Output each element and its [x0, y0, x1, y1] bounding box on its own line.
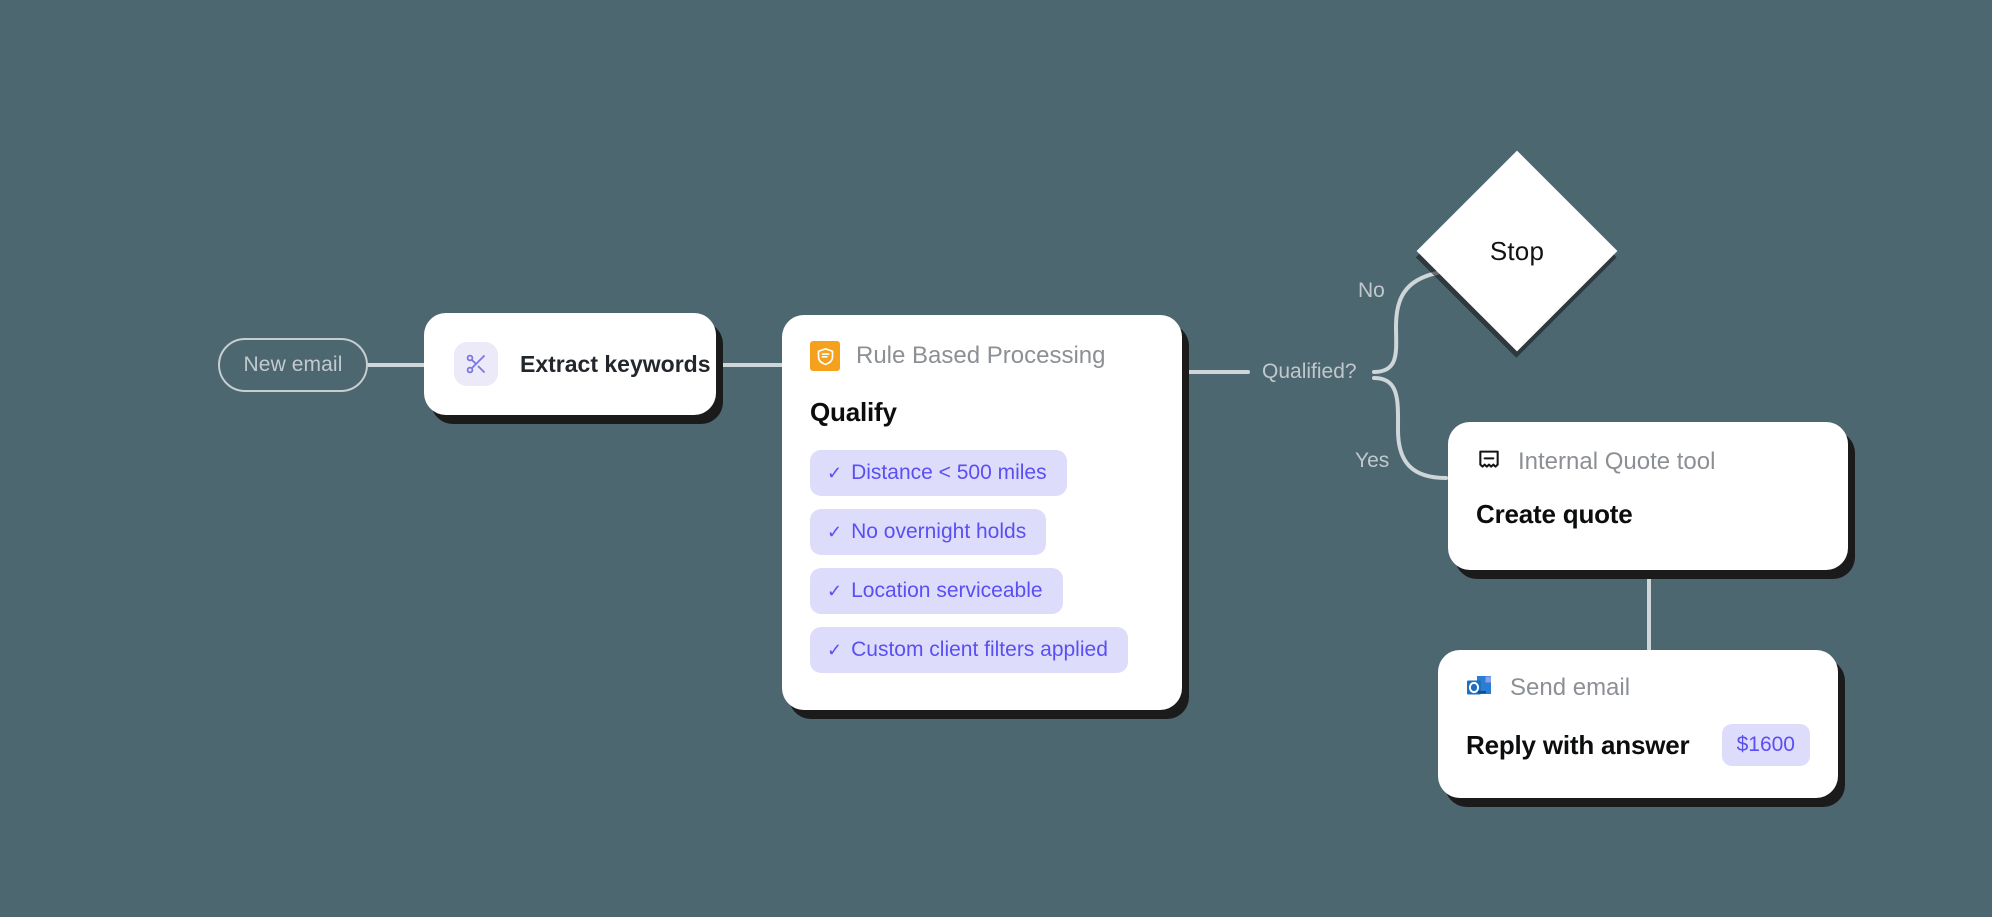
node-rule-based-processing[interactable]: Rule Based Processing Qualify ✓ Distance…: [782, 315, 1182, 710]
rule-chip[interactable]: ✓ Location serviceable: [810, 568, 1063, 614]
node-extract-keywords[interactable]: Extract keywords: [424, 313, 716, 415]
rule-card-header-title: Rule Based Processing: [856, 342, 1106, 369]
rule-card-title: Qualify: [810, 397, 897, 427]
shield-icon: [810, 341, 840, 371]
stop-label: Stop: [1489, 235, 1545, 266]
internal-quote-card[interactable]: Internal Quote tool Create quote: [1448, 422, 1848, 570]
rule-chip-label: No overnight holds: [851, 520, 1027, 543]
node-internal-quote-tool[interactable]: Internal Quote tool Create quote: [1448, 422, 1848, 570]
rule-card[interactable]: Rule Based Processing Qualify ✓ Distance…: [782, 315, 1182, 710]
quote-card-header-title: Internal Quote tool: [1518, 447, 1716, 475]
node-send-email[interactable]: Send email Reply with answer $1600: [1438, 650, 1838, 798]
branch-label-yes: Yes: [1355, 449, 1390, 472]
start-pill-label: New email: [218, 338, 368, 392]
scissors-icon: [454, 342, 498, 386]
rule-chip-list: ✓ Distance < 500 miles ✓ No overnight ho…: [810, 450, 1154, 673]
quote-card-body: Create quote: [1476, 499, 1820, 530]
rule-chip-label: Distance < 500 miles: [851, 461, 1047, 484]
amount-badge[interactable]: $1600: [1721, 724, 1810, 766]
email-card-body: Reply with answer $1600: [1466, 724, 1810, 766]
email-card-header-title: Send email: [1510, 674, 1631, 701]
rule-chip-label: Custom client filters applied: [851, 638, 1108, 661]
check-icon: ✓: [827, 463, 843, 483]
email-card-header: Send email: [1466, 674, 1810, 702]
outlook-icon: [1466, 675, 1494, 701]
rule-chip-label: Location serviceable: [851, 579, 1043, 602]
node-stop[interactable]: Stop: [1416, 150, 1618, 352]
check-icon: ✓: [827, 581, 843, 601]
quote-card-title: Create quote: [1476, 499, 1633, 529]
node-new-email[interactable]: New email: [218, 338, 368, 392]
receipt-icon: [1476, 446, 1502, 477]
send-email-card[interactable]: Send email Reply with answer $1600: [1438, 650, 1838, 798]
rule-chip[interactable]: ✓ Distance < 500 miles: [810, 450, 1067, 496]
rule-chip[interactable]: ✓ Custom client filters applied: [810, 627, 1128, 673]
check-icon: ✓: [827, 522, 843, 542]
branch-label-no: No: [1358, 279, 1385, 302]
quote-card-header: Internal Quote tool: [1476, 446, 1820, 477]
check-icon: ✓: [827, 640, 843, 660]
extract-keywords-card[interactable]: Extract keywords: [424, 313, 716, 415]
email-card-title: Reply with answer: [1466, 729, 1690, 760]
decision-label-qualified: Qualified?: [1254, 360, 1365, 384]
extract-keywords-label: Extract keywords: [520, 350, 711, 377]
rule-card-header: Rule Based Processing: [810, 341, 1154, 371]
rule-chip[interactable]: ✓ No overnight holds: [810, 509, 1047, 555]
